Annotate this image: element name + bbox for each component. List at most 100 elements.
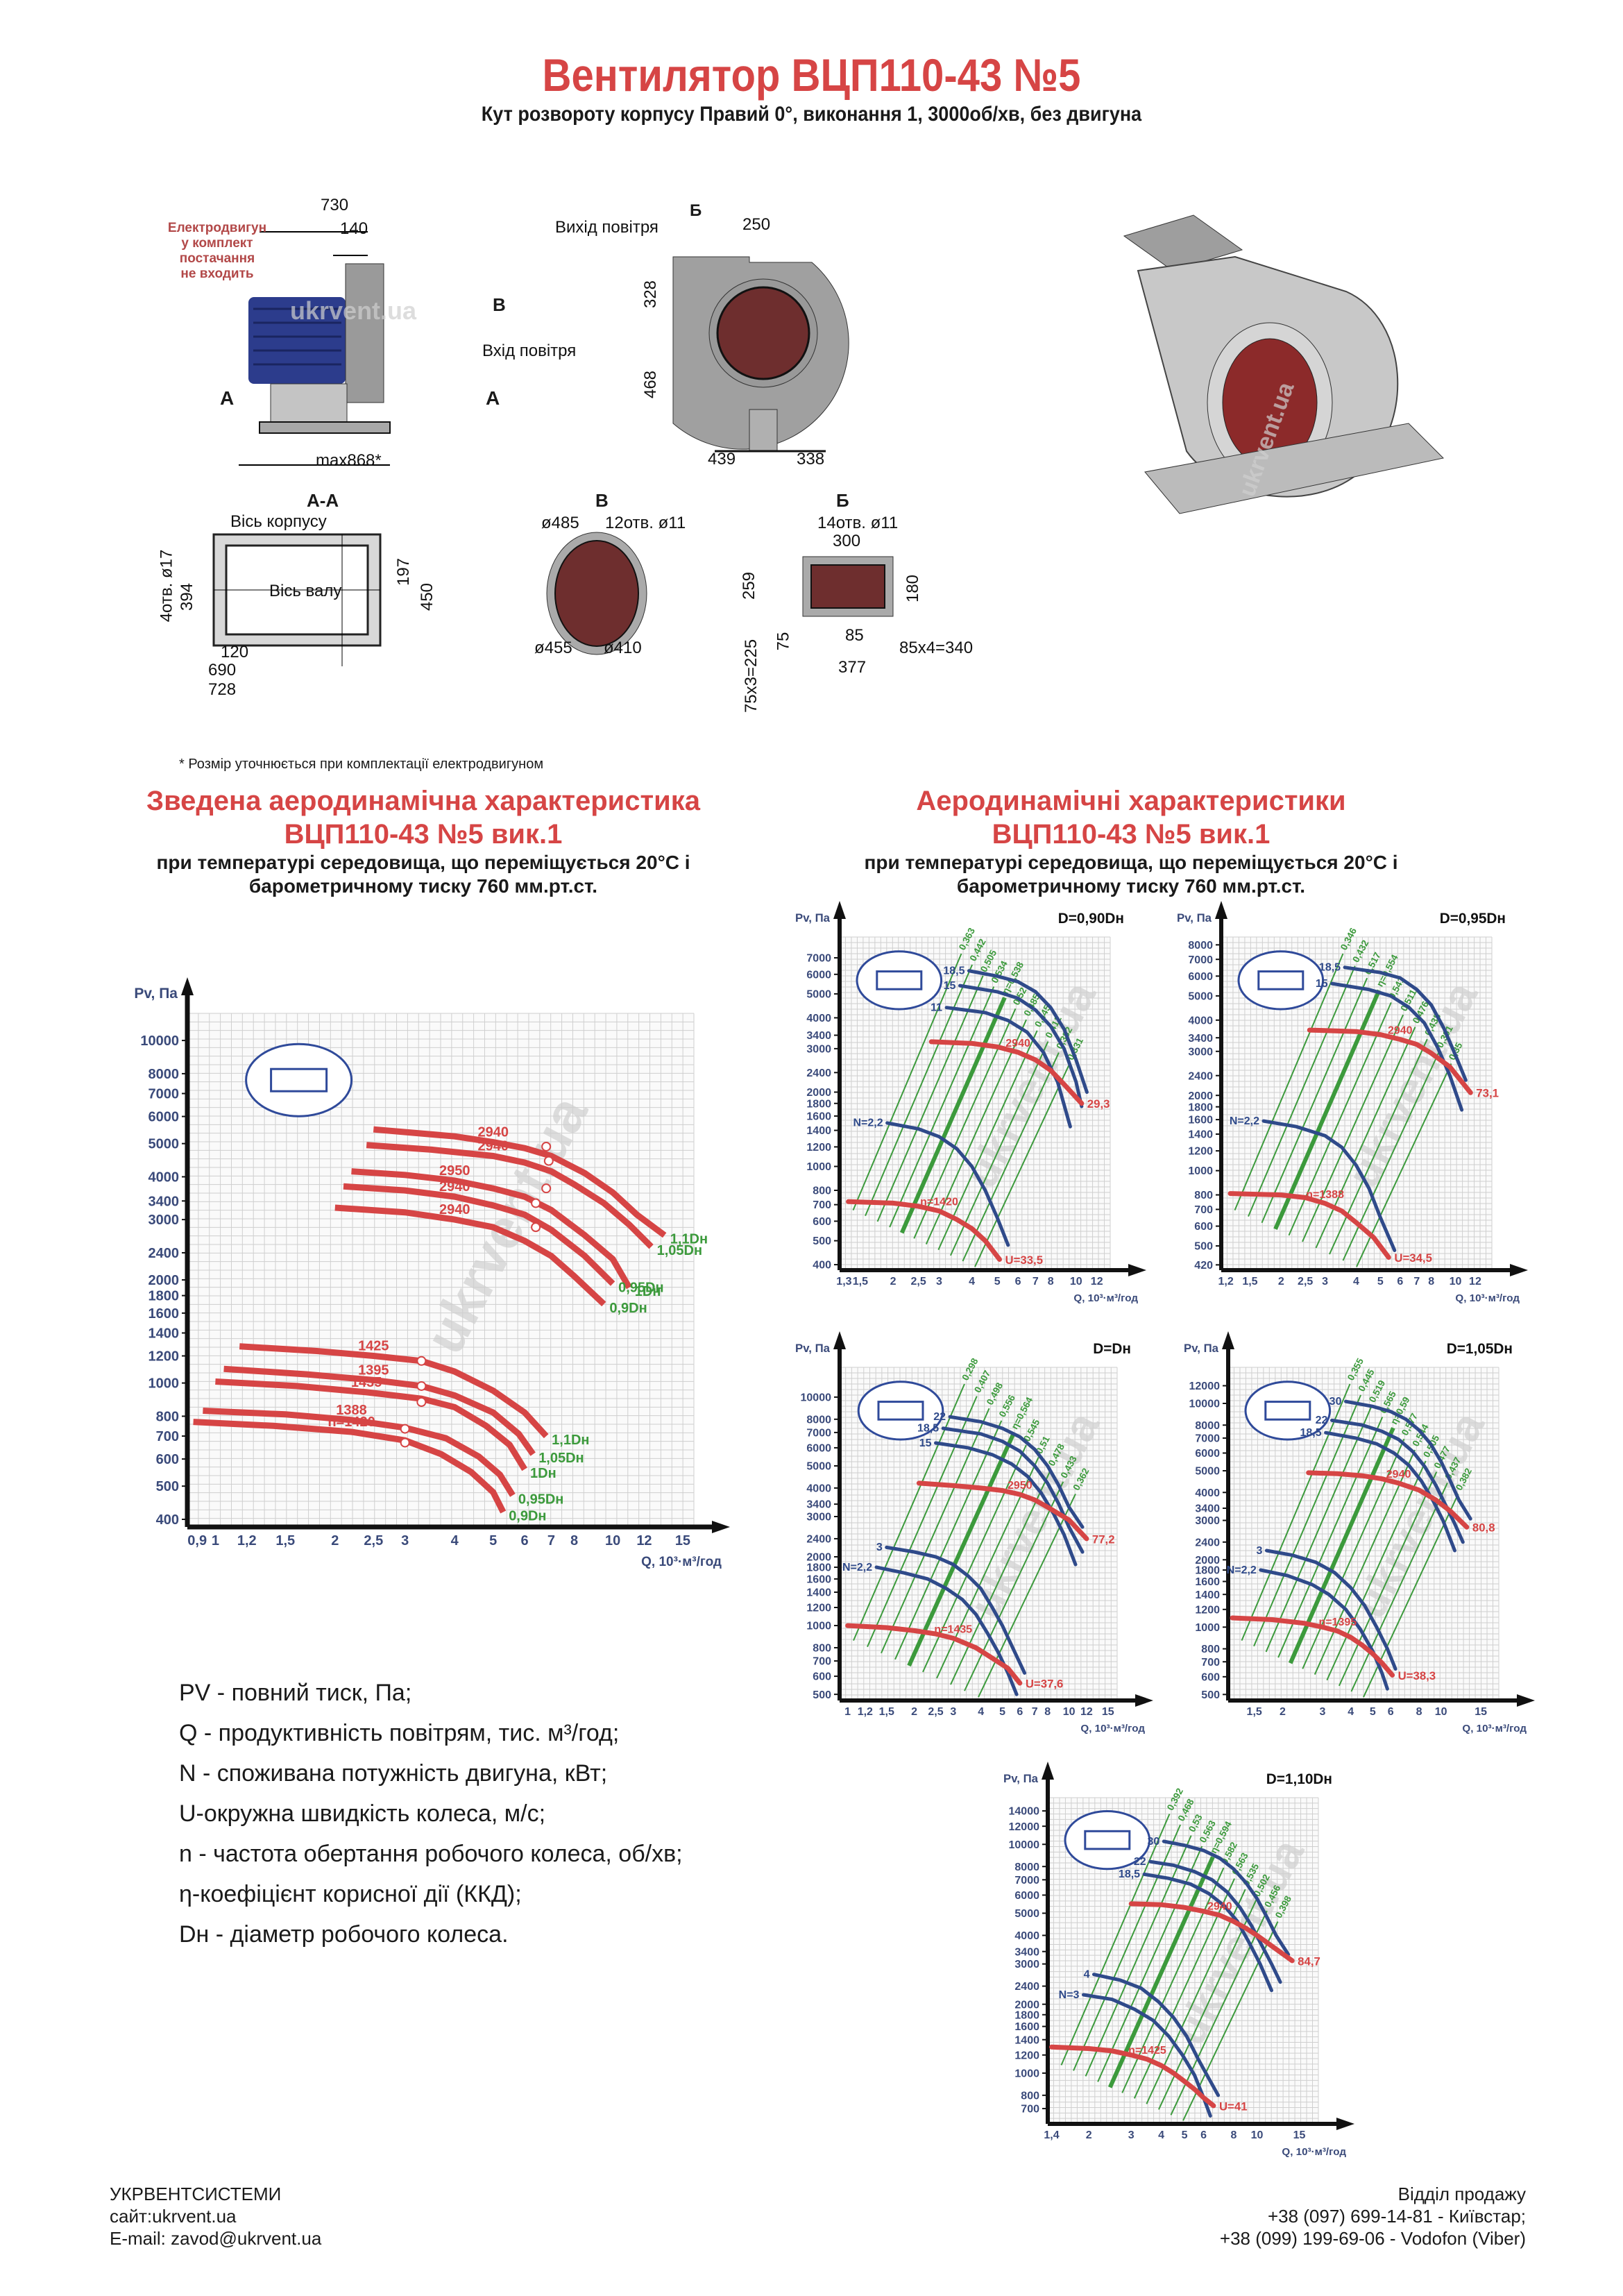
y-tick-label: 6000 [148,1110,180,1125]
y-tick-label: 3000 [1014,1959,1039,1970]
y-tick-label: 800 [1194,1190,1213,1201]
curve-end-label: U=34,5 [1394,1251,1432,1265]
company-name: УКРВЕНТСИСТЕМИ [110,2184,282,2204]
y-tick-label: 4000 [1195,1487,1220,1499]
legend-q: Q - продуктивність повітрям, тис. м³/год… [179,1720,620,1746]
section-aa-label: А-А [307,490,339,511]
x-axis-arrow-icon [1128,1264,1146,1276]
power-curve-label: N=2,2 [853,1117,883,1129]
x-tick-label: 12 [1080,1706,1093,1718]
efficiency-line [1338,1471,1438,1687]
efficiency-line [1302,1438,1405,1669]
power-curve-label: N=3 [1059,1989,1080,2001]
x-tick-label: 8 [1428,1276,1434,1288]
y-tick-label: 12000 [1009,1821,1040,1833]
detail-section-header: Аеродинамічні характеристики ВЦП110-43 №… [798,784,1464,898]
y-tick-label: 8000 [1014,1862,1039,1873]
sales-phone-1[interactable]: +38 (097) 699-14-81 - Київстар; [1267,2206,1526,2227]
power-curve [1324,1430,1456,1553]
section-aa-drawing [212,533,382,666]
y-tick-label: 6000 [1195,1448,1220,1460]
summary-rpm-label: 1388 [336,1403,367,1418]
summary-rpm-label: 2940 [439,1202,470,1217]
y-tick-label: 4000 [1188,1015,1213,1027]
efficiency-line [1073,1824,1182,2071]
summary-curve [351,1168,632,1290]
x-tick-label: 2,5 [364,1533,383,1548]
y-tick-label: 2000 [806,1552,831,1564]
y-tick-label: 600 [156,1452,179,1467]
x-tick-label: 1,2 [237,1533,257,1548]
power-curve-label: 22 [1134,1856,1146,1868]
y-tick-label: 5000 [806,1461,831,1473]
dim-75: 75 [774,632,793,651]
dim-197: 197 [394,557,414,586]
x-tick-label: 3 [936,1276,942,1288]
y-tick-label: 2000 [1188,1090,1213,1102]
y-axis-label: Pv, Па [1184,1342,1219,1355]
power-curve [1344,1399,1472,1521]
y-tick-label: 420 [1194,1260,1213,1272]
summary-diameter-label: 1,05Dн [538,1451,584,1466]
power-curve-label: 22 [1316,1415,1328,1426]
lab-stamp-icon [1244,1381,1332,1441]
y-tick-label: 800 [1201,1644,1220,1655]
power-curve-label: 4 [1084,1969,1090,1981]
lab-stamp-fan-icon [876,970,923,990]
section-a-left-label: А [220,387,235,409]
y-tick-label: 6000 [806,969,831,981]
y-axis-arrow-icon [833,1331,846,1349]
motor-note: Електродвигун у комплект постачання не в… [167,221,267,281]
y-axis-arrow-icon [1042,1762,1054,1780]
company-email[interactable]: E-mail: zavod@ukrvent.ua [110,2228,322,2249]
dim-d455: ø455 [534,639,572,657]
lab-stamp-icon [857,1381,944,1441]
curve-end-label: 80,8 [1472,1521,1495,1535]
x-tick-label: 4 [978,1706,984,1718]
y-tick-label: 700 [813,1656,831,1668]
y-axis-label: Pv, Па [1003,1772,1039,1785]
efficiency-line [1241,1383,1351,1641]
x-tick-label: 15 [675,1533,690,1548]
summary-note-1: при температурі середовища, що переміщує… [156,852,690,873]
y-tick-label: 2000 [148,1273,180,1288]
x-tick-label: 4 [1158,2129,1164,2141]
power-curve [948,1415,1085,1529]
y-tick-label: 600 [1201,1671,1220,1683]
chart-title: D=Dн [1093,1341,1131,1357]
pressure-curve [1128,1901,1295,1964]
y-tick-label: 10000 [140,1033,179,1049]
lab-stamp-icon [1237,950,1325,1011]
power-curve-label: 15 [1316,978,1328,990]
y-tick-label: 2400 [148,1246,180,1261]
pressure-curve [1227,1191,1391,1260]
y-tick-label: 2000 [806,1087,831,1099]
y-tick-label: 800 [156,1409,179,1424]
summary-title-1: Зведена аеродинамічна характеристика [146,786,700,816]
summary-diameter-label: 1Dн [635,1284,661,1299]
y-axis-label: Pv, Па [795,1342,831,1355]
outlet-flange [1123,214,1243,271]
y-tick-label: 2400 [806,1534,831,1546]
power-curve-label: 18,5 [1319,962,1341,974]
summary-diameter-label: 1,1Dн [670,1232,708,1247]
air-outlet-label: Вихід повітря [555,218,658,237]
efficiency-line [1356,1063,1452,1267]
chart-title: D=1,05Dн [1447,1341,1513,1357]
summary-section-header: Зведена аеродинамічна характеристика ВЦП… [90,784,756,898]
pressure-curve [845,1623,1023,1686]
y-tick-label: 500 [1201,1689,1220,1701]
company-site[interactable]: сайт:ukrvent.ua [110,2206,237,2227]
summary-rpm-label: 2940 [477,1139,509,1154]
x-axis-arrow-icon [1135,1694,1153,1707]
x-tick-label: 8 [570,1533,578,1548]
motor-frame [270,383,348,423]
power-curve-label: N=2,2 [842,1562,872,1573]
dim-max868: max868* [316,451,382,470]
x-tick-label: 5 [1377,1276,1384,1288]
x-tick-label: 5 [1370,1706,1376,1718]
sales-phone-2[interactable]: +38 (099) 199-69-06 - Vodofon (Viber) [1219,2228,1526,2249]
detail-note-2: барометричному тиску 760 мм.рт.ст. [956,875,1306,897]
dim-d485: ø485 [541,514,579,532]
view-b-outlet-drawing [802,556,894,617]
